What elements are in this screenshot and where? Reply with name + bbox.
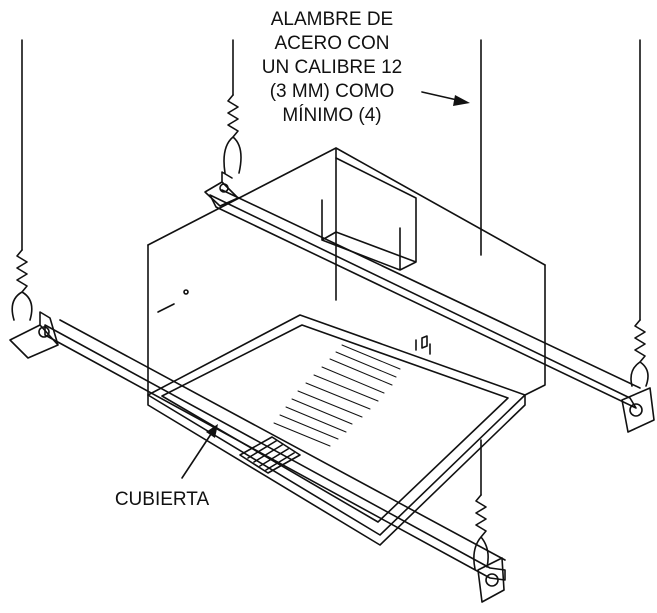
wire-callout-line-1: ALAMBRE DE bbox=[270, 9, 394, 30]
cover-vent-grille bbox=[239, 436, 301, 474]
wire-twist-front bbox=[473, 494, 489, 570]
bracket-front-hole bbox=[485, 573, 499, 587]
bracket-right bbox=[621, 387, 655, 433]
wire-callout-line-4: (3 MM) COMO bbox=[269, 81, 395, 102]
wire-callout-line-5: MÍNIMO (4) bbox=[282, 105, 382, 126]
mounting-bar-front bbox=[44, 319, 506, 581]
wire-callout: ALAMBRE DE ACERO CON UN CALIBRE 12 (3 MM… bbox=[232, 8, 432, 128]
housing-hole bbox=[183, 289, 189, 295]
cover-panel-edge bbox=[147, 394, 526, 546]
bracket-front bbox=[477, 557, 505, 603]
wire-callout-arrowhead bbox=[453, 95, 470, 106]
bracket-back-left-hole bbox=[219, 183, 229, 193]
housing-slot bbox=[157, 303, 175, 313]
cover-callout-arrow bbox=[181, 427, 216, 479]
bracket-left-hole bbox=[38, 326, 50, 338]
wire-callout-line-2: ACERO CON bbox=[274, 33, 390, 54]
mounting-bar-back bbox=[209, 189, 641, 409]
bracket-left bbox=[9, 311, 59, 359]
wire-twist-back bbox=[223, 94, 242, 174]
bracket-back-left bbox=[204, 171, 239, 207]
cover-callout-arrowhead bbox=[206, 424, 218, 438]
wire-twist-left bbox=[11, 249, 33, 321]
cover-panel-inner bbox=[161, 324, 509, 523]
housing-box-top bbox=[147, 147, 546, 266]
housing-motor-block bbox=[321, 157, 417, 271]
wire-twist-right bbox=[630, 319, 649, 387]
bracket-right-hole bbox=[629, 403, 643, 417]
wire-callout-line-3: UN CALIBRE 12 bbox=[261, 57, 403, 78]
cover-callout: CUBIERTA bbox=[114, 489, 210, 510]
housing-terminal bbox=[415, 335, 431, 355]
housing-box-right-side bbox=[524, 264, 546, 396]
cover-warning-text-block bbox=[273, 344, 401, 447]
